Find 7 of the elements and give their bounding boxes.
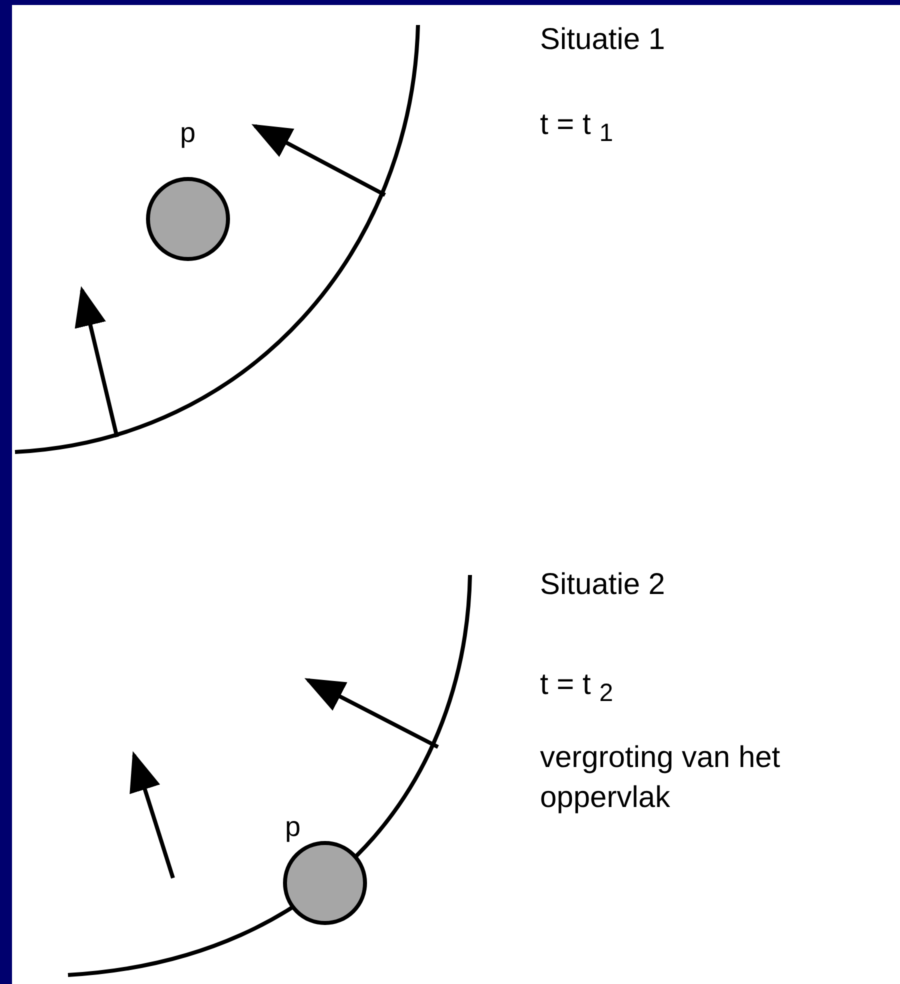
note-text: vergroting van het oppervlak [540, 740, 782, 816]
situation-heading: Situatie 2 [540, 567, 666, 603]
particle-label: p [285, 812, 301, 842]
situation-heading: Situatie 1 [540, 22, 666, 58]
time-label: t = t $_{2}$ [540, 667, 614, 709]
particle-label: p [180, 118, 196, 148]
time-label: t = t $_{1}$ [540, 107, 614, 149]
